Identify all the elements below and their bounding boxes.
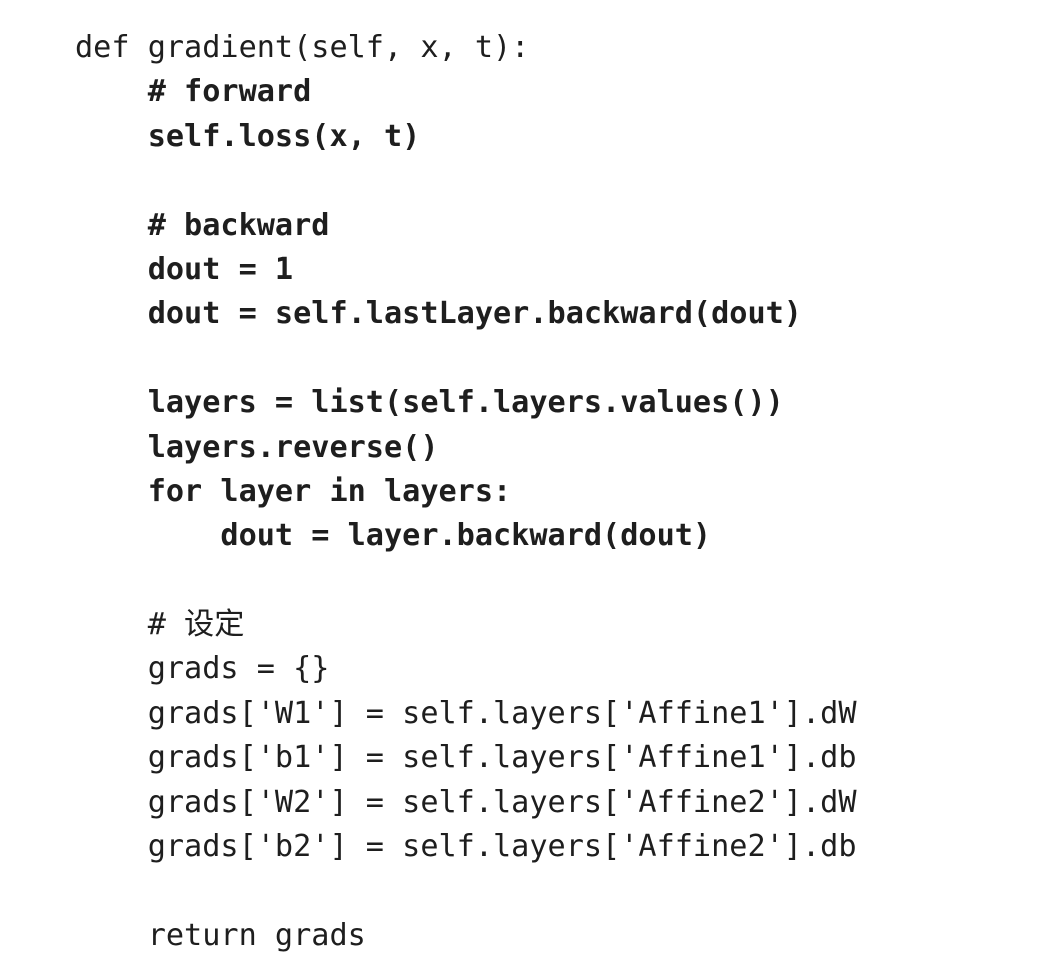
code-block: def gradient(self, x, t): # forward self…: [75, 26, 857, 958]
code-line: grads['b2'] = self.layers['Affine2'].db: [75, 829, 857, 865]
code-line: return grads: [75, 917, 366, 953]
code-line: layers = list(self.layers.values()): [75, 385, 784, 421]
code-line: grads['b1'] = self.layers['Affine1'].db: [75, 740, 857, 776]
code-line: def gradient(self, x, t):: [75, 30, 530, 65]
code-line: # 设定: [75, 607, 245, 643]
code-line: # forward: [75, 74, 312, 110]
code-line: # backward: [75, 207, 330, 243]
code-line: grads['W1'] = self.layers['Affine1'].dW: [75, 695, 857, 731]
code-line: [75, 337, 857, 381]
code-line: [75, 559, 857, 603]
code-line: grads['W2'] = self.layers['Affine2'].dW: [75, 784, 857, 820]
code-line: dout = 1: [75, 251, 294, 287]
code-line: [75, 159, 857, 203]
code-line: [75, 869, 857, 913]
code-line: self.loss(x, t): [75, 118, 421, 154]
code-line: dout = layer.backward(dout): [75, 518, 712, 554]
code-line: grads = {}: [75, 651, 330, 687]
code-line: layers.reverse(): [75, 429, 439, 465]
code-line: for layer in layers:: [75, 473, 512, 509]
code-line: dout = self.lastLayer.backward(dout): [75, 296, 802, 332]
